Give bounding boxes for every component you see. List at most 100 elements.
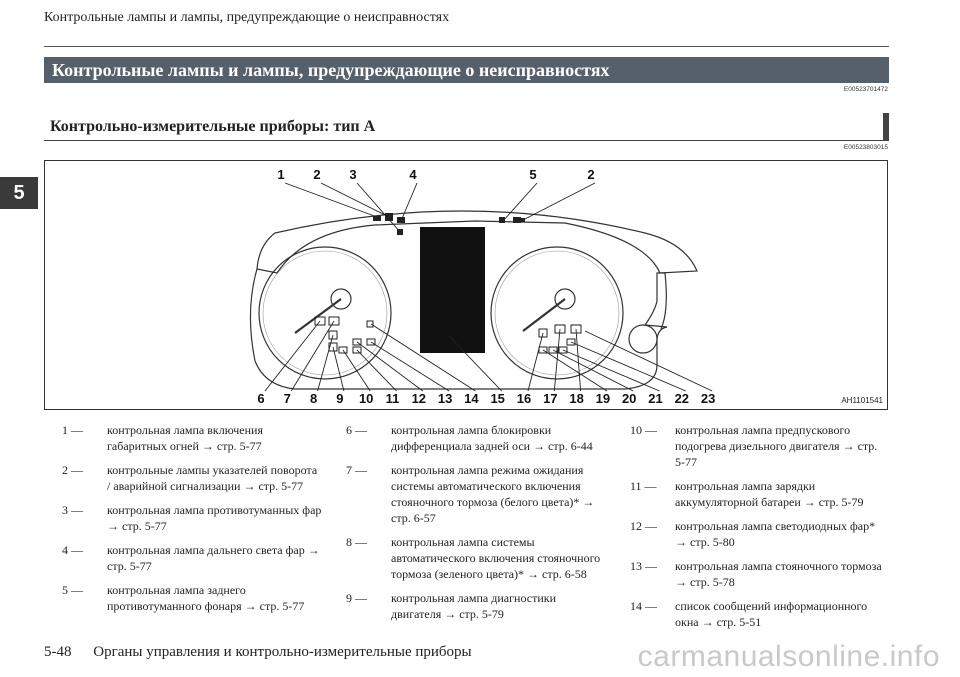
callout-label: 4 [409, 167, 417, 182]
section-title: Контрольные лампы и лампы, предупреждающ… [44, 57, 889, 83]
leader-line [502, 182, 538, 222]
leader-line [575, 328, 582, 392]
footer-chapter-name: Органы управления и контрольно-измерител… [93, 644, 472, 660]
legend-item: 4 — контрольная лампа дальнего света фар … [62, 542, 322, 574]
legend-column-1: 1 — контрольная лампа включения габаритны… [62, 422, 322, 622]
watermark: carmanualsonline.info [637, 640, 940, 673]
callout-label: 17 [543, 391, 557, 406]
leader-line [290, 320, 335, 392]
leader-line [400, 182, 418, 222]
legend-item: 13 —контрольная лампа стояночного тормоз… [630, 558, 890, 590]
legend-text: контрольная лампа заднего противотуманно… [107, 583, 305, 613]
callout-label: 7 [284, 391, 291, 406]
callout-label: 1 [277, 167, 284, 182]
leader-line [356, 341, 424, 392]
page-footer: 5-48 Органы управления и контрольно-изме… [44, 644, 472, 661]
legend-number: 1 — [62, 423, 83, 437]
legend-number: 8 — [346, 535, 367, 549]
leader-line [356, 182, 402, 234]
callout-label: 15 [490, 391, 504, 406]
legend-text: контрольная лампа включения габаритных о… [107, 423, 263, 453]
callout-label: 22 [675, 391, 689, 406]
legend-number: 6 — [346, 423, 367, 437]
legend-item: 2 — контрольные лампы указателей поворота… [62, 462, 322, 494]
leader-line [356, 349, 397, 392]
legend-text: контрольная лампа предпускового подогрев… [675, 423, 878, 469]
legend-number: 5 — [62, 583, 83, 597]
legend-number: 2 — [62, 463, 83, 477]
page-number: 5-48 [44, 644, 72, 660]
legend-text: список сообщений информационного окна → … [675, 599, 868, 629]
legend-number: 10 — [630, 423, 657, 437]
callout-label: 6 [257, 391, 264, 406]
leader-line [542, 349, 608, 392]
legend-number: 3 — [62, 503, 83, 517]
callout-label: 20 [622, 391, 636, 406]
callout-label: 14 [464, 391, 479, 406]
legend-number: 4 — [62, 543, 83, 557]
legend-text: контрольная лампа диагностики двигателя … [391, 591, 556, 621]
legend-column-2: 6 — контрольная лампа блокировки дифферен… [346, 422, 606, 630]
legend-number: 11 — [630, 479, 657, 493]
subsection-code: E00523803015 [843, 144, 888, 151]
figure-code: AH1101541 [841, 396, 883, 405]
leader-line [264, 320, 321, 392]
legend-text: контрольная лампа зарядки аккумуляторной… [675, 479, 864, 509]
leader-line [370, 323, 476, 392]
legend-number: 7 — [346, 463, 367, 477]
leader-line [522, 182, 596, 221]
callout-label: 16 [517, 391, 531, 406]
legend-text: контрольная лампа дальнего света фар → с… [107, 543, 320, 573]
legend-text: контрольная лампа противотуманных фар → … [107, 503, 322, 533]
leader-line [317, 334, 334, 392]
legend-item: 5 — контрольная лампа заднего противотума… [62, 582, 322, 614]
leader-line [562, 349, 660, 392]
legend-number: 9 — [346, 591, 367, 605]
callout-label: 2 [587, 167, 594, 182]
callout-label: 5 [529, 167, 536, 182]
legend-item: 7 — контрольная лампа режима ожидания сис… [346, 462, 606, 526]
callout-label: 23 [701, 391, 715, 406]
leader-line [584, 330, 713, 392]
callout-label: 13 [438, 391, 452, 406]
leader-line [342, 349, 371, 392]
legend-item: 9 — контрольная лампа диагностики двигате… [346, 590, 606, 622]
legend-column-3: 10 — контрольная лампа предпускового подо… [630, 422, 890, 638]
legend-item: 12 — контрольная лампа светодиодных фар* … [630, 518, 890, 550]
leader-line [570, 341, 686, 392]
legend-text: контрольная лампа блокировки дифференциа… [391, 423, 593, 453]
leader-line [370, 341, 450, 392]
callout-label: 21 [648, 391, 662, 406]
callout-label: 18 [569, 391, 583, 406]
leader-line [552, 349, 634, 392]
callout-label: 11 [386, 391, 400, 406]
callout-label: 2 [313, 167, 320, 182]
legend-item: 11 — контрольная лампа зарядки аккумулято… [630, 478, 890, 510]
callout-label: 9 [336, 391, 343, 406]
section-code: E00523701472 [843, 86, 888, 93]
legend-item: 6 — контрольная лампа блокировки дифферен… [346, 422, 606, 454]
information-display [420, 227, 485, 353]
legend-text: контрольная лампа системы автоматическог… [391, 535, 601, 581]
callout-label: 19 [596, 391, 610, 406]
chapter-tab: 5 [0, 177, 38, 209]
legend-number: 12 — [630, 519, 657, 533]
callout-label: 10 [359, 391, 373, 406]
subsection-accent [883, 113, 889, 141]
legend-text: контрольные лампы указателей поворота / … [107, 463, 318, 493]
legend-item: 8 — контрольная лампа системы автоматичес… [346, 534, 606, 582]
legend-item: 1 — контрольная лампа включения габаритны… [62, 422, 322, 454]
callout-label: 12 [412, 391, 426, 406]
leader-line [448, 335, 503, 392]
legend-number: 13 — [630, 559, 657, 573]
legend-text: контрольная лампа светодиодных фар* → ст… [675, 519, 876, 549]
leader-line [527, 332, 544, 392]
legend-number: 14 — [630, 599, 657, 613]
legend-item: 3 — контрольная лампа противотуманных фар… [62, 502, 322, 534]
legend-text: контрольная лампа режима ожидания систем… [391, 463, 595, 525]
leader-line [284, 182, 378, 218]
running-head: Контрольные лампы и лампы, предупреждающ… [44, 10, 450, 25]
legend-item: 14 — список сообщений информационного окн… [630, 598, 890, 630]
